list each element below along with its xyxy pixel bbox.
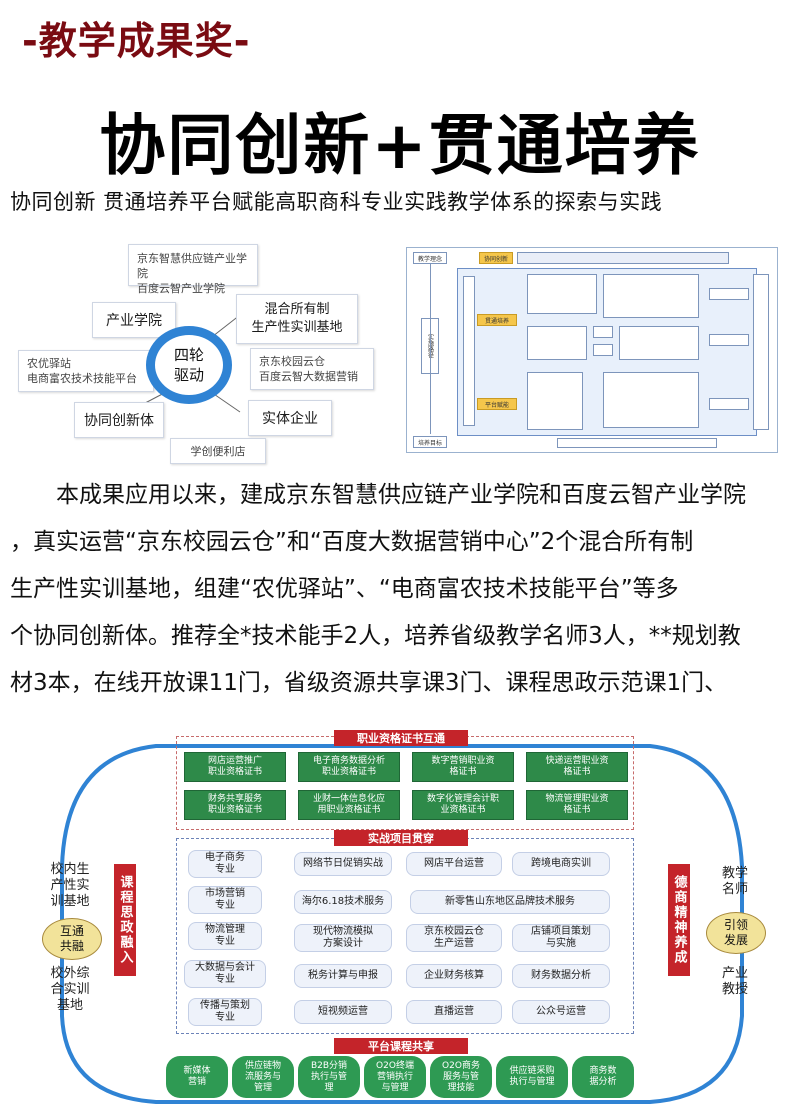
cert-section-title: 职业资格证书互通 [334, 730, 468, 746]
paragraph-line: ，真实运营“京东校园云仓”和“百度大数据营销中心”2个混合所有制 [10, 529, 694, 555]
side-oncampus: 校内生 产性实 训基地 [50, 862, 90, 909]
ellipse-integration: 互通 共融 [42, 918, 102, 960]
cert-item: 数字营销职业资 格证书 [412, 752, 514, 782]
side-teachers: 教学 名师 [721, 866, 748, 897]
project-item: 店铺项目策划 与实施 [512, 924, 610, 952]
major-item: 市场营销 专业 [188, 886, 262, 914]
project-item: 企业财务核算 [406, 964, 502, 988]
cert-item: 快递运营职业资 格证书 [526, 752, 628, 782]
project-item: 网络节日促销实战 [294, 852, 392, 876]
subtitle: 协同创新 贯通培养平台赋能高职商科专业实践教学体系的探索与实践 [10, 190, 663, 214]
project-item: 现代物流模拟 方案设计 [294, 924, 392, 952]
node-entity-enterprise: 实体企业 [248, 400, 332, 436]
award-tag: -教学成果奖- [22, 19, 251, 63]
tag-platform: 平台赋能 [477, 398, 517, 410]
cert-item: 电子商务数据分析 职业资格证书 [298, 752, 400, 782]
note-farm-station: 农优驿站 电商富农技术技能平台 [18, 350, 154, 392]
project-item: 海尔6.18技术服务 [294, 890, 392, 914]
cert-item: 业财一体信息化应 用职业资格证书 [298, 790, 400, 820]
label-concept: 教学理念 [413, 252, 447, 264]
project-item: 网店平台运营 [406, 852, 502, 876]
note-industry-colleges: 京东智慧供应链产业学院 百度云智产业学院 [128, 244, 258, 295]
node-industry-college: 产业学院 [92, 302, 176, 338]
project-section-title: 实战项目贯穿 [334, 830, 468, 846]
bar-ideology: 课程思政融入 [114, 864, 136, 976]
cert-item: 数字化管理会计职 业资格证书 [412, 790, 514, 820]
tag-through: 贯通培养 [477, 314, 517, 326]
major-item: 传播与策划 专业 [188, 998, 262, 1026]
course-item: 新媒体 营销 [166, 1056, 228, 1098]
four-wheel-center: 四轮 驱动 [146, 326, 232, 404]
course-item: 商务数 据分析 [572, 1056, 634, 1098]
major-item: 电子商务 专业 [188, 850, 262, 878]
course-item: O2O终端 营销执行 与管理 [364, 1056, 426, 1098]
cert-item: 物流管理职业资 格证书 [526, 790, 628, 820]
note-campus-warehouse: 京东校园云仓 百度云智大数据营销 [250, 348, 374, 390]
bar-merchant-spirit: 德商精神养成 [668, 864, 690, 976]
major-item: 大数据与会计 专业 [184, 960, 266, 988]
training-system-diagram: 职业资格证书互通 网店运营推广 职业资格证书 电子商务数据分析 职业资格证书 数… [36, 716, 770, 1105]
node-coop-innovation: 协同创新体 [74, 402, 164, 438]
project-item: 财务数据分析 [512, 964, 610, 988]
body-paragraph: 本成果应用以来，建成京东智慧供应链产业学院和百度云智产业学院 ，真实运营“京东校… [10, 472, 790, 707]
side-professors: 产业 教授 [721, 966, 748, 997]
paragraph-line: 本成果应用以来，建成京东智慧供应链产业学院和百度云智产业学院 [10, 482, 746, 508]
project-item: 跨境电商实训 [512, 852, 610, 876]
note-student-store: 学创便利店 [170, 438, 266, 464]
course-item: 供应链物 流服务与 管理 [232, 1056, 294, 1098]
project-item: 京东校园云仓 生产运营 [406, 924, 502, 952]
paragraph-line: 材3本，在线开放课11门，省级资源共享课3门、课程思政示范课1门、 [10, 670, 728, 696]
project-item: 短视频运营 [294, 1000, 392, 1024]
project-item: 公众号运营 [512, 1000, 610, 1024]
outer-ring [60, 744, 744, 1104]
cert-item: 财务共享服务 职业资格证书 [184, 790, 286, 820]
four-wheel-diagram: 京东智慧供应链产业学院 百度云智产业学院 产业学院 混合所有制 生产性实训基地 … [18, 240, 374, 464]
course-item: B2B分销 执行与管 理 [298, 1056, 360, 1098]
label-goal: 培养目标 [413, 436, 447, 448]
side-offcampus: 校外综 合实训 基地 [50, 966, 90, 1013]
course-item: 供应链采购 执行与管理 [496, 1056, 568, 1098]
course-item: O2O商务 服务与管 理技能 [430, 1056, 492, 1098]
project-item: 直播运营 [406, 1000, 502, 1024]
platform-section-title: 平台课程共享 [334, 1038, 468, 1054]
paragraph-line: 生产性实训基地，组建“农优驿站”、“电商富农技术技能平台”等多 [10, 576, 679, 602]
paragraph-line: 个协同创新体。推荐全*技术能手2人，培养省级教学名师3人，**规划教 [10, 623, 741, 649]
major-item: 物流管理 专业 [188, 922, 262, 950]
node-mixed-ownership: 混合所有制 生产性实训基地 [236, 294, 358, 344]
tag-coop: 协同创新 [479, 252, 513, 264]
cert-item: 网店运营推广 职业资格证书 [184, 752, 286, 782]
project-item: 新零售山东地区品牌技术服务 [410, 890, 610, 914]
project-item: 税务计算与申报 [294, 964, 392, 988]
framework-diagram: 教学理念 实施路径 培养目标 协同创新 贯通培养 平台赋能 [406, 247, 778, 453]
main-title: 协同创新+贯通培养 [99, 107, 701, 184]
ellipse-lead: 引领 发展 [706, 912, 766, 954]
